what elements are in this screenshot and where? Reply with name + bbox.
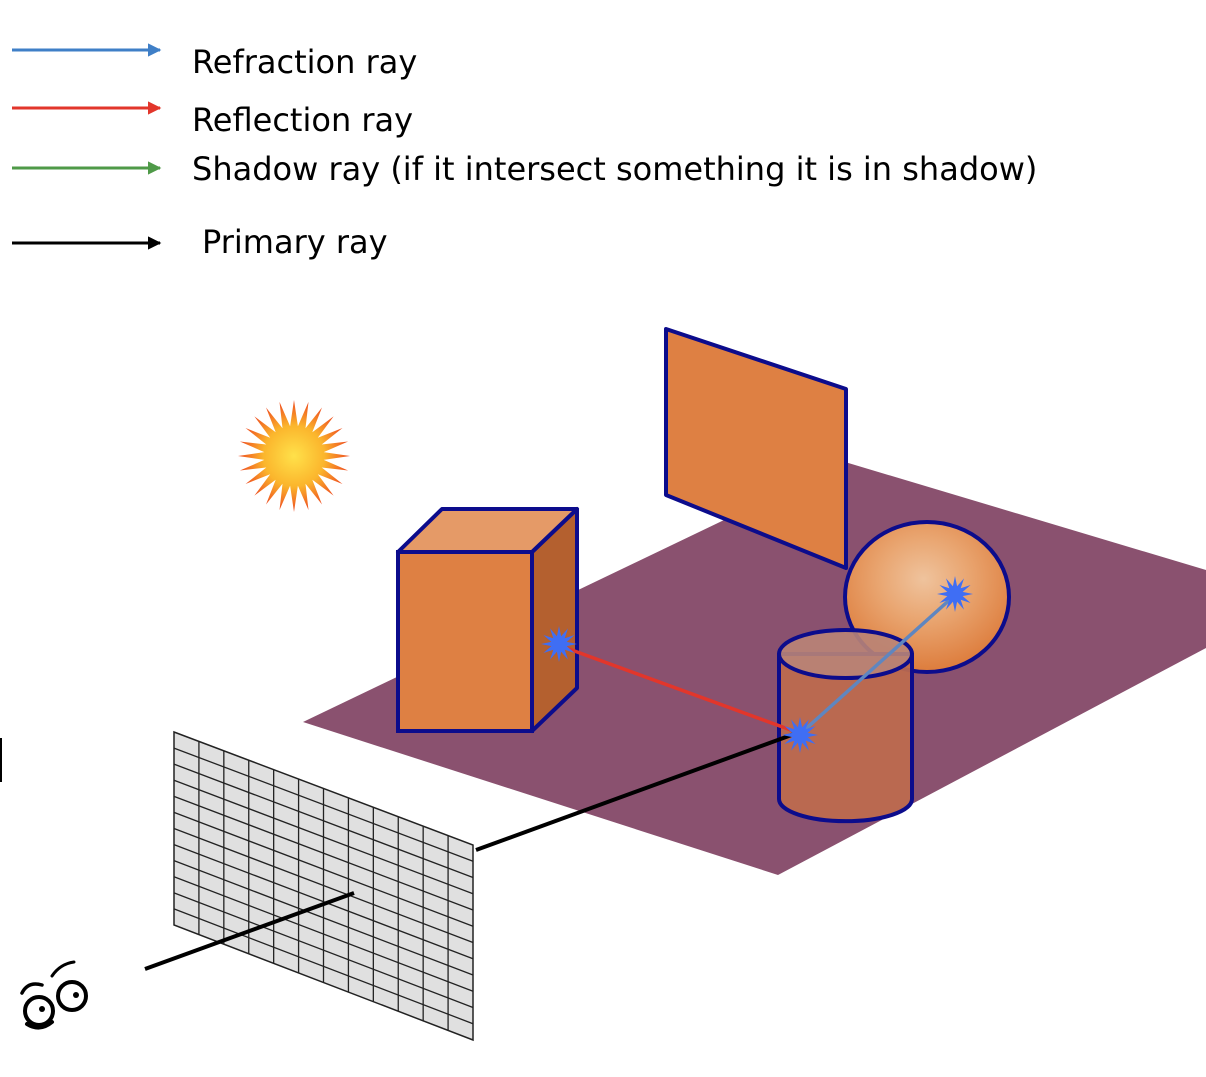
legend-item-primary: Primary ray <box>12 223 388 261</box>
box-front-face <box>396 550 534 733</box>
light-source-icon <box>238 400 350 512</box>
legend-item-reflection: Reflection ray <box>12 101 413 139</box>
image-plane <box>173 730 474 1042</box>
cylinder-object <box>777 628 914 824</box>
refraction-ray <box>798 593 957 736</box>
legend-label-refraction: Refraction ray <box>192 43 417 81</box>
legend-item-shadow: Shadow ray (if it intersect something it… <box>12 150 1037 188</box>
grid-row-line <box>173 892 474 1009</box>
box-object <box>396 507 579 733</box>
cylinder-top <box>777 628 914 680</box>
legend-label-primary: Primary ray <box>202 223 388 261</box>
grid-row-line <box>173 811 474 927</box>
eye-icon <box>20 960 88 1030</box>
intersection-icon <box>541 626 577 662</box>
grid-row-line <box>173 876 474 992</box>
cylinder-body <box>777 652 914 824</box>
primary-ray-from-eye <box>144 891 355 971</box>
reflection-ray <box>557 643 800 735</box>
grid-row-line <box>173 908 474 1025</box>
grid-row-line <box>173 779 474 895</box>
grid-row-line <box>173 860 474 976</box>
intersection-icon <box>782 717 818 753</box>
grid-row-line <box>173 763 474 879</box>
grid-row-line <box>173 795 474 911</box>
wall-panel <box>664 327 848 570</box>
primary-ray-to-scene <box>475 731 798 852</box>
legend: Refraction ray Reflection ray Shadow ray… <box>12 43 1037 261</box>
legend-label-shadow: Shadow ray (if it intersect something it… <box>192 150 1037 188</box>
legend-label-reflection: Reflection ray <box>192 101 413 139</box>
legend-item-refraction: Refraction ray <box>12 43 417 81</box>
intersection-icon <box>937 576 973 612</box>
grid-row-line <box>173 747 474 862</box>
grid-row-line <box>173 843 474 960</box>
grid-row-line <box>173 827 474 944</box>
